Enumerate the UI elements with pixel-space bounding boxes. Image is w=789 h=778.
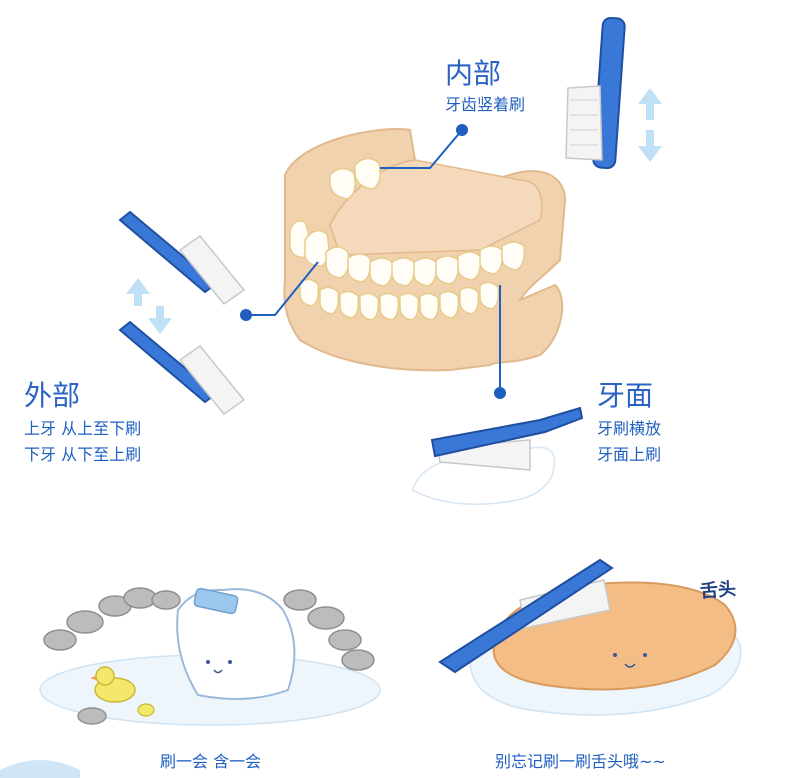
tongue-scene: [440, 560, 741, 715]
outer-line1: 上牙 从上至下刷: [24, 420, 141, 438]
outer-title: 外部: [24, 380, 80, 412]
surface-title: 牙面: [597, 380, 653, 412]
toothbrush-outer-bottom: [120, 322, 244, 414]
toothbrush-inner: [566, 17, 625, 168]
caption-right: 别忘记刷一刷舌头哦~~: [495, 748, 666, 772]
caption-left: 刷一会 含一会: [160, 748, 261, 772]
outer-line2: 下牙 从下至上刷: [24, 446, 141, 464]
surface-line2: 牙面上刷: [597, 446, 661, 464]
toothbrush-surface: [412, 408, 582, 504]
tooth-bath-scene: [40, 588, 380, 725]
corner-decoration: [0, 760, 80, 778]
tongue-tag: 舌头: [699, 575, 737, 603]
denture: [284, 129, 565, 370]
inner-desc: 牙齿竖着刷: [445, 96, 525, 114]
inner-title: 内部: [445, 58, 501, 90]
surface-line1: 牙刷横放: [597, 420, 661, 438]
up-down-arrow-icon: [638, 88, 662, 162]
